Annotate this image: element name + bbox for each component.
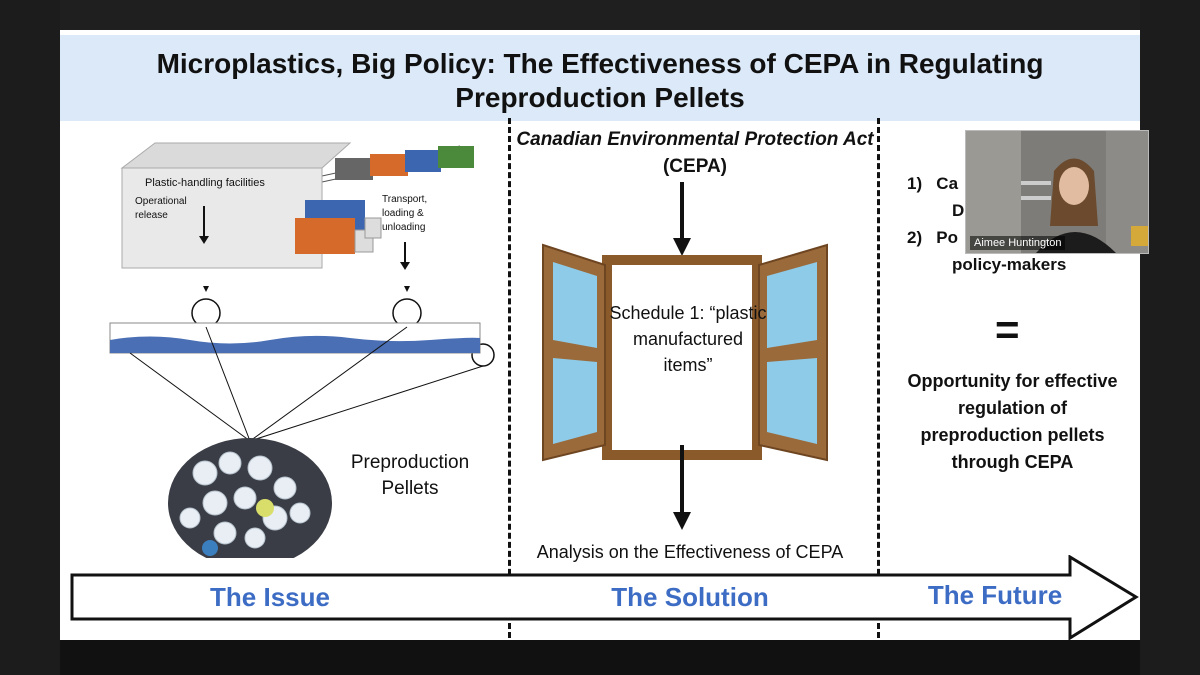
future-item1-num: 1) — [907, 174, 923, 193]
opportunity-text: Opportunity for effective regulation of … — [907, 371, 1118, 472]
arrow-down-1 — [680, 182, 684, 242]
presentation-slide: Microplastics, Big Policy: The Effective… — [60, 30, 1140, 640]
section-divider-1 — [508, 118, 511, 638]
svg-text:Transport,: Transport, — [382, 194, 427, 205]
analysis-text: Analysis on the Effectiveness of CEPA — [536, 542, 844, 562]
section-label-future: The Future — [927, 580, 1063, 610]
future-item2-text: Po — [936, 228, 959, 247]
arrow-down-2-head — [673, 512, 691, 530]
future-list: 1) Ca D 2) Po policy-makers — [907, 170, 1066, 278]
future-item1-line2: D — [952, 201, 965, 220]
section-label-issue: The Issue — [210, 582, 330, 612]
left-margin — [0, 0, 60, 675]
participant-name: Aimee Huntington — [970, 236, 1066, 250]
svg-text:loading &: loading & — [382, 208, 424, 219]
facility-label: Plastic-handling facilities — [145, 177, 265, 189]
cepa-title-suffix: (CEPA) — [662, 156, 728, 177]
participant-video-tile[interactable]: Aimee Huntington — [965, 130, 1149, 254]
future-item2-line2: policy-makers — [952, 255, 1067, 274]
section-label-solution: The Solution — [611, 582, 769, 612]
arrow-down-2 — [680, 445, 684, 517]
issue-illustration: Plastic-handling facilities Operational … — [109, 142, 495, 558]
svg-text:release: release — [135, 210, 168, 221]
arrow-down-1-head — [673, 238, 691, 256]
section-divider-2 — [877, 118, 880, 638]
svg-text:Operational: Operational — [135, 196, 187, 207]
equals-sign: = — [995, 306, 1020, 353]
window-bottom-bar — [60, 640, 1140, 675]
svg-text:unloading: unloading — [382, 222, 425, 233]
cepa-title-italic: Canadian Environmental Protection Act — [516, 129, 874, 150]
video-feed — [966, 131, 1148, 253]
future-item1-text: Ca — [936, 174, 959, 193]
cepa-title: Canadian Environmental Protection Act (C… — [510, 126, 880, 180]
timeline-arrow — [70, 555, 1139, 640]
title-band: Microplastics, Big Policy: The Effective… — [60, 35, 1140, 121]
window-top-bar — [60, 0, 1140, 30]
slide-title: Microplastics, Big Policy: The Effective… — [156, 48, 1044, 113]
future-item2-num: 2) — [907, 228, 923, 247]
window-illustration — [542, 243, 828, 462]
schedule-text: Schedule 1: “plastic manufactured items” — [609, 303, 767, 375]
right-margin — [1140, 0, 1200, 675]
pellets-label: Preproduction Pellets — [350, 452, 470, 499]
